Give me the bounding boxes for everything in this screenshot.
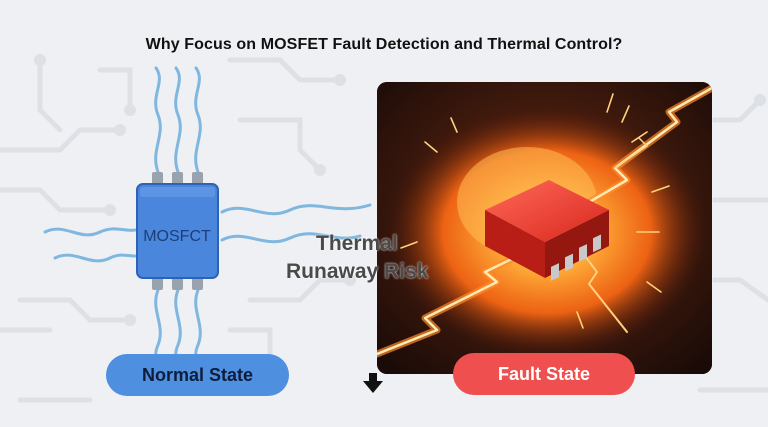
fault-state-badge: Fault State: [453, 353, 635, 395]
normal-mosfet-diagram: MOSFCT: [43, 66, 372, 374]
page-title: Why Focus on MOSFET Fault Detection and …: [145, 36, 623, 53]
fault-state-panel: [377, 82, 712, 374]
chip-label: MOSFCT: [143, 228, 211, 245]
thermal-runaway-line2: Runaway Risk: [286, 260, 429, 283]
burning-chip-icon: [485, 180, 609, 281]
thermal-runaway-line1: Thermal: [316, 232, 398, 255]
thermal-runaway-label: Thermal Runaway Risk: [286, 230, 466, 286]
mosfet-chip-icon: [136, 183, 219, 279]
down-arrow-icon: [363, 373, 383, 393]
normal-state-badge: Normal State: [106, 354, 289, 396]
